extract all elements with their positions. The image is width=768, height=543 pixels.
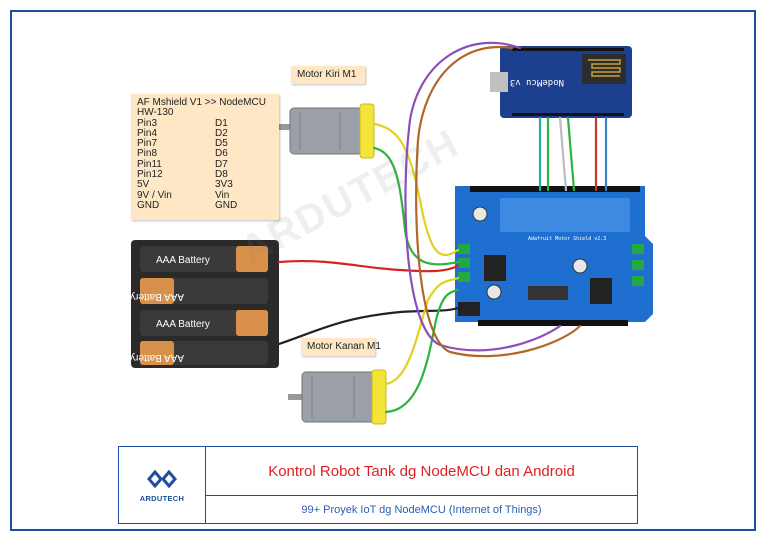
battery-label-3: AAA Battery [156, 319, 210, 330]
battery-cell-3: AAA Battery [140, 310, 268, 336]
pin-mapping-model: HW-130 [137, 107, 174, 119]
motor-kiri [276, 103, 375, 159]
battery-label-2: AAA Battery [130, 291, 184, 302]
footer-title: Kontrol Robot Tank dg NodeMCU dan Androi… [206, 447, 637, 496]
footer-subtitle: 99+ Proyek IoT dg NodeMCU (Internet of T… [301, 503, 542, 516]
nodemcu-board: NodeMcu v3 [490, 46, 632, 118]
footer-panel: ARDUTECH Kontrol Robot Tank dg NodeMCU d… [118, 446, 638, 524]
battery-cell-4: AAA Battery [130, 341, 268, 365]
ardutech-logo-icon [147, 469, 177, 488]
battery-label-1: AAA Battery [156, 255, 210, 266]
nodemcu-label: NodeMcu v3 [510, 77, 564, 87]
battery-cell-2: AAA Battery [130, 278, 268, 304]
footer-brand: ARDUTECH [139, 493, 185, 503]
wires [277, 41, 608, 414]
battery-cell-1: AAA Battery [140, 246, 268, 272]
battery-label-4: AAA Battery [130, 352, 184, 363]
motor-shield-board: Adafruit Motor Shield v2.3 [455, 186, 653, 326]
battery-pack: AAA Battery AAA Battery AAA Battery AAA … [130, 240, 279, 368]
footer-logo: ARDUTECH [119, 447, 206, 523]
pin-mapping-header: AF Mshield V1 >> NodeMCU [137, 97, 266, 108]
motor-kiri-label: Motor Kiri M1 [291, 66, 365, 84]
motor-kanan [288, 369, 387, 425]
motor-kanan-label: Motor Kanan M1 [301, 338, 381, 356]
footer-texts: Kontrol Robot Tank dg NodeMCU dan Androi… [206, 447, 637, 523]
shield-label: Adafruit Motor Shield v2.3 [528, 236, 606, 242]
